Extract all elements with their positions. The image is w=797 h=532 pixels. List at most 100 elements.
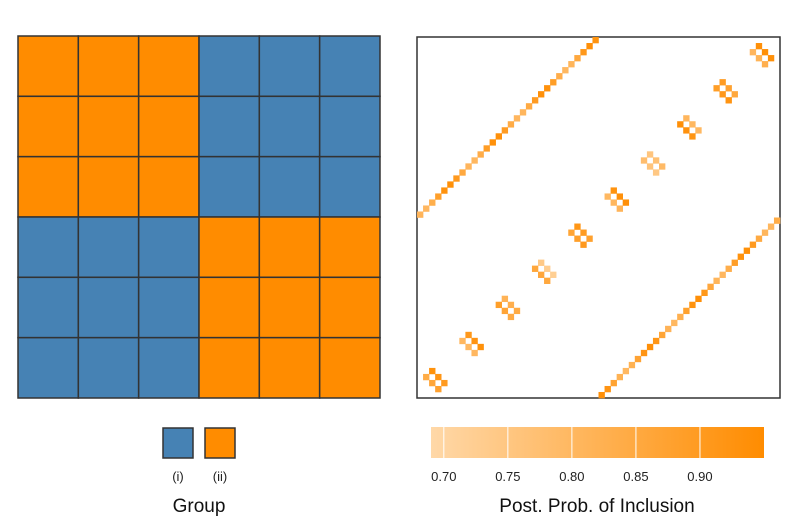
inclusion-cell <box>634 355 642 363</box>
group-cell <box>258 216 321 279</box>
inclusion-cell <box>477 343 484 351</box>
colorbar-title: Post. Prob. of Inclusion <box>499 496 694 517</box>
group-cell <box>198 276 261 339</box>
group-cell <box>318 95 381 158</box>
group-cell <box>318 336 381 399</box>
inclusion-cell <box>586 43 593 50</box>
inclusion-cell <box>749 241 757 248</box>
inclusion-cell <box>749 49 757 56</box>
group-cell <box>258 276 321 339</box>
inclusion-cell <box>761 229 769 236</box>
inclusion-cell <box>622 199 630 206</box>
inclusion-cell <box>719 79 726 86</box>
inclusion-cell <box>695 295 702 303</box>
colorbar-tick-label: 0.85 <box>623 469 648 484</box>
inclusion-cell <box>501 307 509 315</box>
inclusion-cell <box>689 133 696 140</box>
inclusion-cell <box>495 301 502 309</box>
inclusion-cell <box>622 367 630 375</box>
inclusion-cell <box>489 139 496 146</box>
inclusion-cell <box>465 331 472 339</box>
inclusion-cell <box>646 163 654 170</box>
inclusion-cell <box>544 265 551 272</box>
group-cell <box>258 35 321 98</box>
inclusion-cell <box>525 103 533 110</box>
group-legend-label-i: (i) <box>172 469 184 484</box>
inclusion-cell <box>550 271 557 278</box>
group-legend-title: Group <box>173 496 226 517</box>
inclusion-cell <box>743 247 751 254</box>
inclusion-cell <box>767 55 775 62</box>
inclusion-cell <box>755 235 763 242</box>
colorbar-tick-label: 0.75 <box>495 469 520 484</box>
colorbar-tick-label: 0.90 <box>687 469 712 484</box>
inclusion-cell <box>701 289 708 297</box>
group-legend-label-ii: (ii) <box>213 469 227 484</box>
group-cell <box>77 155 140 218</box>
inclusion-cell <box>483 145 490 152</box>
colorbar-tick-label: 0.80 <box>559 469 584 484</box>
inclusion-cell <box>767 223 775 230</box>
inclusion-cell <box>477 151 484 158</box>
inclusion-cell <box>531 97 539 104</box>
inclusion-cell <box>616 193 623 200</box>
inclusion-cell <box>616 373 623 381</box>
inclusion-cell <box>755 43 763 50</box>
inclusion-cell <box>580 49 587 56</box>
inclusion-cell <box>471 349 478 357</box>
inclusion-cell <box>441 379 448 387</box>
colorbar-gradient <box>431 427 764 458</box>
inclusion-cell <box>689 121 696 128</box>
inclusion-cell <box>459 169 466 176</box>
inclusion-cell <box>683 307 690 315</box>
group-cell <box>77 276 140 339</box>
inclusion-cell <box>568 229 575 236</box>
inclusion-cell <box>507 121 515 128</box>
group-cell <box>77 35 140 98</box>
inclusion-cell <box>423 373 430 381</box>
inclusion-cell <box>652 169 660 176</box>
inclusion-cell <box>737 253 744 260</box>
inclusion-cell <box>683 127 690 134</box>
group-cell <box>17 216 80 279</box>
group-legend-swatch-i <box>162 427 194 459</box>
group-cell <box>258 95 321 158</box>
group-cell <box>77 336 140 399</box>
inclusion-cell <box>538 259 545 266</box>
inclusion-cell <box>580 241 587 248</box>
inclusion-cell <box>435 385 442 393</box>
inclusion-cell <box>471 337 478 345</box>
group-cell <box>198 35 261 98</box>
inclusion-cell <box>417 211 424 218</box>
inclusion-cell <box>725 85 732 92</box>
inclusion-cell <box>683 115 690 122</box>
inclusion-cell <box>423 205 430 212</box>
inclusion-probability-heatmap <box>416 36 781 399</box>
inclusion-cell <box>773 217 781 224</box>
inclusion-cell <box>610 379 617 387</box>
inclusion-cell <box>459 337 466 345</box>
inclusion-cell <box>544 85 551 92</box>
group-heatmap <box>17 35 381 399</box>
inclusion-cell <box>519 109 527 116</box>
group-cell <box>17 276 80 339</box>
group-cell <box>198 155 261 218</box>
inclusion-cell <box>513 115 521 122</box>
inclusion-cell <box>731 259 738 266</box>
inclusion-cell <box>695 127 702 134</box>
colorbar-tick-label: 0.70 <box>431 469 456 484</box>
inclusion-cell <box>665 325 672 333</box>
inclusion-cell <box>501 295 509 303</box>
inclusion-cell <box>707 283 714 290</box>
inclusion-cell <box>761 49 769 56</box>
inclusion-cell <box>465 163 472 170</box>
inclusion-cell <box>713 277 720 284</box>
group-cell <box>258 155 321 218</box>
group-cell <box>137 216 200 279</box>
inclusion-cell <box>640 157 648 164</box>
group-cell <box>198 336 261 399</box>
inclusion-cell <box>604 385 611 393</box>
inclusion-cell <box>610 199 617 206</box>
inclusion-cell <box>659 163 666 170</box>
